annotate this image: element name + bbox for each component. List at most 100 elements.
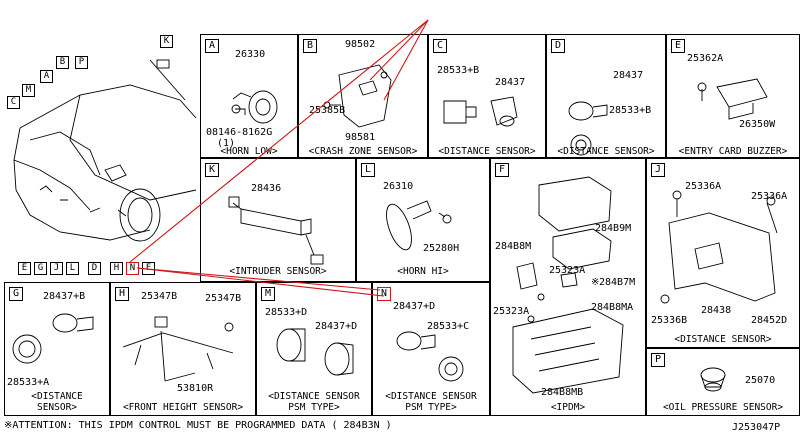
part-number: 28436 [251, 183, 282, 194]
part-number: 25385B [309, 105, 346, 116]
panel-a-horn-low: A 26330 08146-8162G (1) <HORN LOW> [200, 34, 298, 158]
horn-illustration [386, 200, 452, 251]
part-number: 28533+B [609, 105, 652, 116]
part-number: 25347B [141, 291, 178, 302]
callout-tag-e[interactable]: E [18, 262, 31, 275]
callout-tag-j[interactable]: J [50, 262, 63, 275]
part-number: 28437+D [315, 321, 358, 332]
callout-tag-d[interactable]: D [88, 262, 101, 275]
distance-sensor-illustration [12, 313, 94, 364]
panel-caption: <HORN LOW> [220, 146, 278, 157]
part-number: 28437+B [43, 291, 86, 302]
panel-letter: J [651, 163, 665, 177]
distance-sensor-illustration [276, 328, 354, 376]
panel-j-distance-sensor: J 25336A 25336A 25336B 28438 28452D <DIS… [646, 158, 800, 348]
panel-caption: <ENTRY CARD BUZZER> [678, 146, 788, 157]
panel-caption: <DISTANCE SENSOR> [438, 146, 536, 157]
panel-caption: <HORN HI> [397, 266, 449, 277]
part-number: 28533+A [7, 377, 50, 388]
callout-tag-b[interactable]: B [56, 56, 69, 69]
part-number: 25347B [205, 293, 242, 304]
panel-caption: <CRASH ZONE SENSOR> [308, 146, 418, 157]
panel-e-entry-card-buzzer: E 25362A 26350W <ENTRY CARD BUZZER> [666, 34, 800, 158]
panel-letter: G [9, 287, 23, 301]
diagram-code: J253047P [732, 422, 781, 433]
panel-letter: P [651, 353, 665, 367]
panel-f-ipdm: F 284B9M 284B8M ※ 284B7M 25323A 25323A 2… [490, 158, 646, 416]
part-number: 28437+D [393, 301, 436, 312]
panel-caption: PSM TYPE> [288, 402, 340, 413]
part-number: 98502 [345, 39, 376, 50]
callout-tag-g[interactable]: G [34, 262, 47, 275]
distance-sensor-illustration [568, 101, 608, 156]
panel-n-distance-sensor-psm: N 28437+D 28533+C <DISTANCE SENSOR PSM T… [372, 282, 490, 416]
callout-tag-a[interactable]: A [40, 70, 53, 83]
part-number: 25070 [745, 375, 776, 386]
callout-tag-m[interactable]: M [22, 84, 35, 97]
distance-sensor-illustration [443, 96, 518, 127]
part-number: 28437 [495, 77, 526, 88]
part-number: 25336A [685, 181, 722, 192]
part-number: 25336B [651, 315, 688, 326]
vehicle-overview: K A B P C M E G J L D H N F [0, 0, 200, 280]
part-number: 28533+D [265, 307, 308, 318]
part-number: 26310 [383, 181, 414, 192]
part-number: 25323A [493, 306, 530, 317]
part-number: 284B8MA [591, 302, 634, 313]
bracket-illustration [660, 190, 778, 304]
callout-tag-c[interactable]: C [7, 96, 20, 109]
part-number: 284B8M [495, 241, 532, 252]
part-number: 25323A [549, 265, 586, 276]
panel-caption: <DISTANCE SENSOR [268, 391, 360, 402]
panel-l-horn-hi: L 26310 25280H <HORN HI> [356, 158, 490, 282]
buzzer-illustration [697, 78, 768, 120]
part-number: 28533+C [427, 321, 470, 332]
part-number: 98581 [345, 132, 376, 143]
panel-caption: SENSOR> [36, 402, 78, 413]
part-number: 08146-8162G [206, 127, 273, 138]
panel-caption: <INTRUDER SENSOR> [229, 266, 327, 277]
part-number: 28452D [751, 315, 788, 326]
panel-letter: C [433, 39, 447, 53]
oil-pressure-sensor-illustration [700, 367, 726, 392]
part-number: 25362A [687, 53, 724, 64]
callout-tag-k[interactable]: K [160, 35, 173, 48]
panel-caption: <DISTANCE SENSOR [385, 391, 477, 402]
part-number: 25280H [423, 243, 460, 254]
panel-m-distance-sensor-psm: M 28533+D 28437+D <DISTANCE SENSOR PSM T… [256, 282, 372, 416]
part-number: 284B7M [599, 277, 636, 288]
callout-tag-l[interactable]: L [66, 262, 79, 275]
part-number: 28437 [613, 70, 644, 81]
panel-d-distance-sensor: D 28437 28533+B <DISTANCE SENSOR> [546, 34, 666, 158]
panel-caption: <IPDM> [550, 402, 586, 413]
attention-note: ※ATTENTION: THIS IPDM CONTROL MUST BE PR… [4, 420, 392, 431]
panel-caption: <OIL PRESSURE SENSOR> [662, 402, 784, 413]
panel-caption: <DISTANCE SENSOR> [674, 334, 772, 345]
panel-caption: PSM TYPE> [405, 402, 457, 413]
distance-sensor-illustration [396, 331, 464, 382]
intruder-sensor-illustration [228, 196, 324, 265]
height-sensor-illustration [122, 316, 234, 382]
panel-p-oil-pressure-sensor: P 25070 <OIL PRESSURE SENSOR> [646, 348, 800, 416]
panel-letter: F [495, 163, 509, 177]
part-number: 26330 [235, 49, 266, 60]
callout-tag-n[interactable]: N [126, 262, 139, 275]
panel-letter: D [551, 39, 565, 53]
panel-caption: <DISTANCE [31, 391, 83, 402]
panel-caption: <FRONT HEIGHT SENSOR> [122, 402, 244, 413]
callout-tag-f[interactable]: F [142, 262, 155, 275]
panel-g-distance-sensor: G 28437+B 28533+A <DISTANCE SENSOR> [4, 282, 110, 416]
panel-letter: H [115, 287, 129, 301]
part-number: 28438 [701, 305, 732, 316]
panel-b-crash-zone-sensor: B 98502 25385B 98581 <CRASH ZONE SENSOR> [298, 34, 428, 158]
part-number: 26350W [739, 119, 776, 130]
part-number: 28533+B [437, 65, 480, 76]
part-number: 284B9M [595, 223, 632, 234]
callout-tag-p[interactable]: P [75, 56, 88, 69]
part-number: 284B8MB [541, 387, 584, 398]
panel-letter: E [671, 39, 685, 53]
part-number: 25336A [751, 191, 788, 202]
panel-k-intruder-sensor: K 28436 <INTRUDER SENSOR> [200, 158, 356, 282]
callout-tag-h[interactable]: H [110, 262, 123, 275]
